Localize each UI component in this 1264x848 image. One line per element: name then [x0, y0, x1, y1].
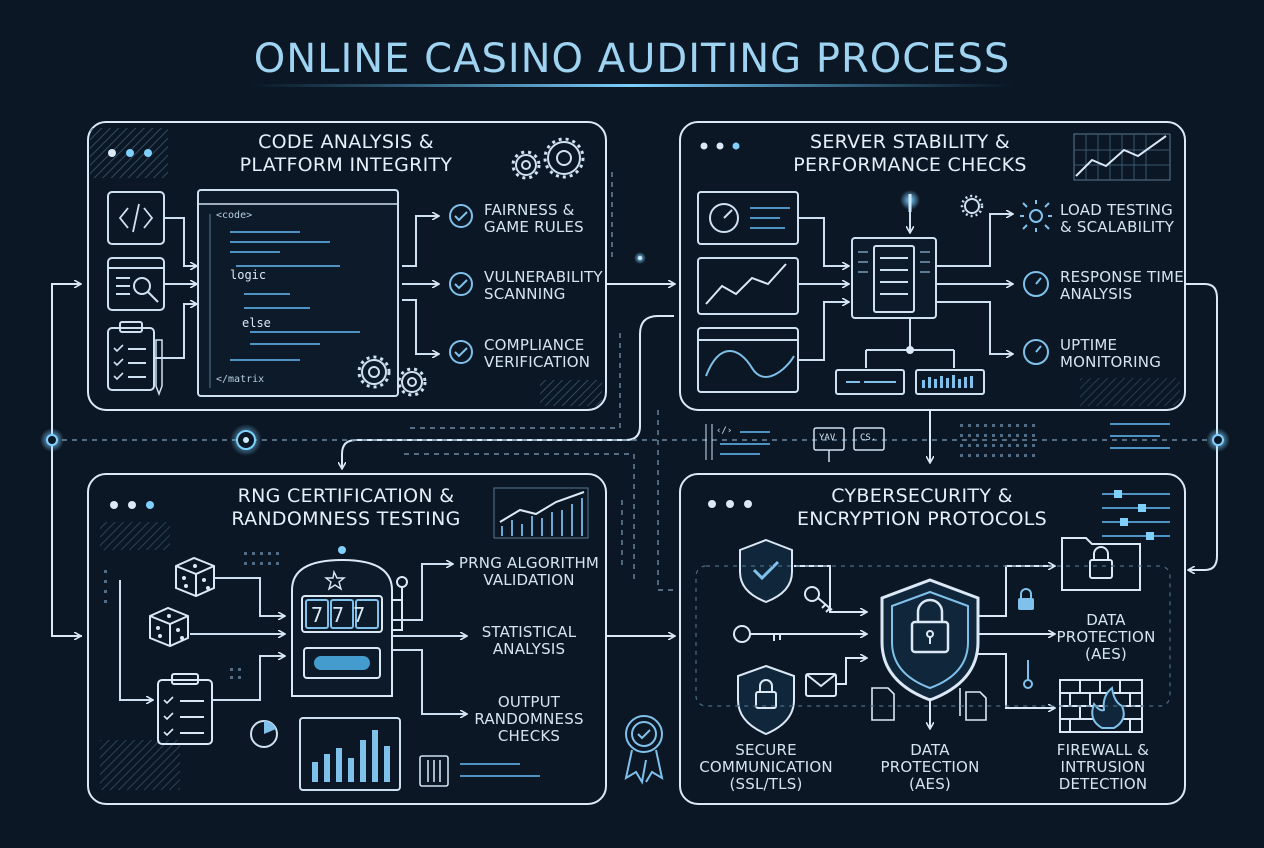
- pie-chart-icon: [250, 720, 278, 748]
- item-secure-communication: SECURE COMMUNICATION (SSL/TLS): [699, 741, 833, 793]
- item-uptime-monitoring: UPTIME MONITORING: [1060, 336, 1162, 371]
- bar-chart-window: [299, 717, 401, 791]
- code-editor-window: [197, 189, 399, 397]
- dice-icon: [175, 556, 215, 598]
- panel-cyber-title: CYBERSECURITY & ENCRYPTION PROTOCOLS: [772, 485, 1072, 531]
- magnifier-window-icon: [107, 257, 165, 311]
- pencil-icon: [155, 339, 163, 397]
- code-open-tag: <code>: [216, 210, 253, 221]
- thermometer-icon: [1023, 660, 1033, 689]
- panel-server-title: SERVER STABILITY & PERFORMANCE CHECKS: [750, 131, 1070, 177]
- slot-machine-icon: [291, 558, 403, 697]
- bar-chart-bars: [312, 730, 390, 782]
- checklist-icon: [157, 679, 213, 745]
- uptime-clock-icon: [1023, 339, 1049, 365]
- document-icon: [871, 687, 895, 721]
- gear-icon: [361, 141, 581, 393]
- chip-yav: YAV: [819, 433, 836, 443]
- item-fairness-game-rules: FAIRNESS & GAME RULES: [484, 201, 584, 236]
- shield-lock-icon: [737, 664, 795, 736]
- item-load-testing: LOAD TESTING & SCALABILITY: [1060, 201, 1175, 236]
- stopwatch-icon: [1023, 271, 1049, 297]
- documents-icon: [965, 691, 987, 721]
- item-response-time: RESPONSE TIME ANALYSIS: [1060, 268, 1184, 303]
- panel-rng-title-line1: RNG CERTIFICATION &: [237, 485, 455, 507]
- rng-trend-chart: [493, 487, 589, 539]
- item-data-protection-right: DATA PROTECTION (AES): [1056, 611, 1156, 663]
- item-data-protection-center: DATA PROTECTION (AES): [880, 741, 980, 793]
- dot-matrix: [960, 424, 1035, 457]
- panel-code-title-line2: PLATFORM INTEGRITY: [239, 154, 453, 176]
- item-prng-validation: PRNG ALGORITHM VALIDATION: [458, 554, 600, 589]
- panel-rng-title: RNG CERTIFICATION & RANDOMNESS TESTING: [196, 485, 496, 531]
- slot-reels-text: 777: [311, 603, 375, 627]
- certification-badge-icon: [624, 715, 664, 785]
- log-chip: [835, 369, 905, 395]
- item-output-randomness: OUTPUT RANDOMNESS CHECKS: [474, 693, 584, 745]
- magnifier-icon: [133, 277, 151, 295]
- hatch-decor: [1080, 378, 1180, 406]
- hatch-decor: [540, 380, 602, 406]
- gauge-window: [697, 191, 799, 245]
- glow-node: [40, 252, 1230, 456]
- code-close-tag: </matrix: [216, 374, 265, 385]
- hatch-decor: [100, 522, 170, 550]
- panel-code-title: CODE ANALYSIS & PLATFORM INTEGRITY: [196, 131, 496, 177]
- title-underline: [250, 84, 1014, 87]
- panel-server-frame: [679, 121, 1186, 411]
- slider-icon: [419, 755, 449, 787]
- wave-chart-window: [697, 327, 799, 393]
- control-sliders: [1102, 493, 1170, 537]
- growth-chart-window: [697, 257, 799, 315]
- panel-server-title-line2: PERFORMANCE CHECKS: [793, 154, 1027, 176]
- server-rack-icon: [851, 237, 937, 319]
- item-vulnerability-scanning: VULNERABILITY SCANNING: [484, 268, 603, 303]
- diagram-title: ONLINE CASINO AUDITING PROCESS: [253, 36, 1011, 82]
- item-compliance-verification: COMPLIANCE VERIFICATION: [484, 336, 591, 371]
- panel-rng-title-line2: RANDOMNESS TESTING: [231, 508, 461, 530]
- panel-code-frame: [87, 121, 607, 411]
- load-testing-icon: [1020, 200, 1052, 232]
- small-lock-icon: [1018, 598, 1034, 610]
- clipboard-icon: [107, 327, 155, 391]
- item-firewall: FIREWALL & INTRUSION DETECTION: [1056, 741, 1150, 793]
- code-else-keyword: else: [242, 316, 271, 330]
- panel-rng-frame: [87, 473, 607, 805]
- window-dots: [108, 142, 752, 509]
- dice-icon: [149, 606, 189, 648]
- panel-cyber-title-line1: CYBERSECURITY &: [831, 485, 1013, 507]
- panel-code-title-line1: CODE ANALYSIS &: [258, 131, 434, 153]
- item-statistical-analysis: STATISTICAL ANALYSIS: [481, 623, 577, 658]
- chip-code: ‹/›: [716, 426, 733, 436]
- check-circle-icon: [449, 204, 473, 364]
- mini-bars: [922, 375, 973, 388]
- code-logic-keyword: logic: [230, 268, 267, 282]
- panel-cyber-title-line2: ENCRYPTION PROTOCOLS: [797, 508, 1047, 530]
- gear-icon: [964, 198, 980, 214]
- folder-lock-icon: [1061, 537, 1141, 591]
- speedometer-icon: [709, 203, 739, 233]
- shield-check-icon: [739, 538, 793, 604]
- bars-chip: [915, 369, 985, 395]
- panel-server-title-line1: SERVER STABILITY &: [810, 131, 1010, 153]
- hatch-decor: [100, 740, 180, 790]
- chip-cs: CS.: [860, 433, 877, 443]
- panel-cyber-frame: [679, 473, 1186, 805]
